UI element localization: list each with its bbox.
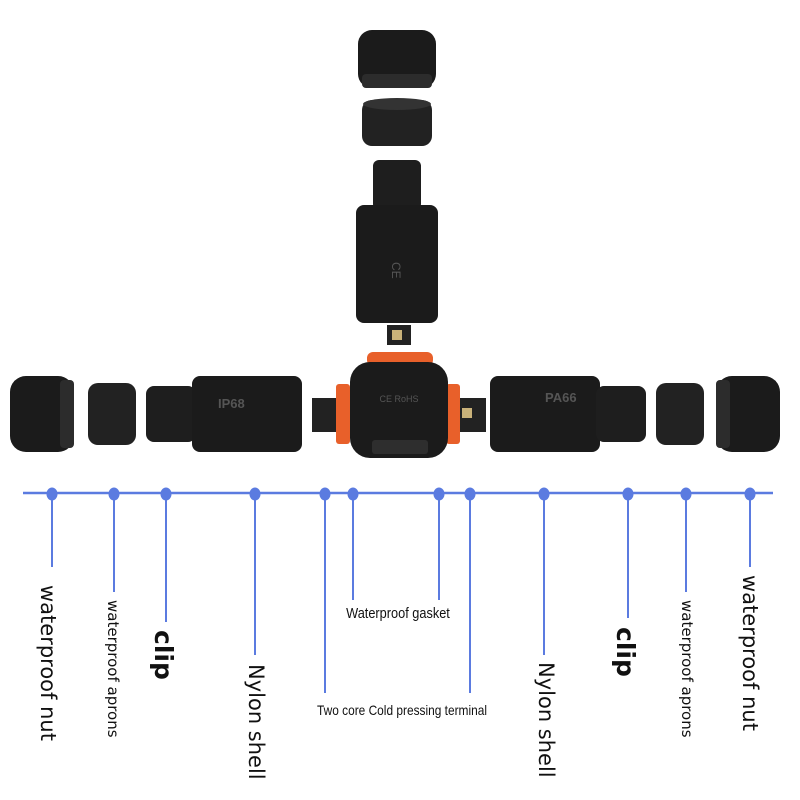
label-left-clip: clip — [149, 630, 178, 680]
left-nut — [10, 376, 74, 452]
leader-dot — [347, 487, 359, 501]
right-apron — [656, 383, 704, 445]
leader-dot — [319, 487, 331, 501]
left-apron — [88, 383, 136, 445]
tee-body: CE RoHS — [312, 325, 486, 458]
label-right-waterproof-nut: waterproof nut — [738, 575, 762, 731]
top-nut — [358, 30, 436, 88]
leader-dot — [46, 487, 58, 501]
leader-dot — [433, 487, 445, 501]
label-cold-pressing-terminal: Two core Cold pressing terminal — [317, 702, 487, 718]
top-shell: CE — [356, 160, 438, 323]
label-left-waterproof-aprons: waterproof aprons — [104, 600, 122, 738]
leader-dot — [108, 487, 120, 501]
leader-dot — [744, 487, 756, 501]
leader-dot — [160, 487, 172, 501]
leader-dot — [249, 487, 261, 501]
svg-text:IP68: IP68 — [218, 396, 245, 411]
label-right-nylon-shell: Nylon shell — [534, 662, 558, 778]
label-left-nylon-shell: Nylon shell — [244, 664, 268, 780]
label-right-clip: clip — [611, 627, 640, 677]
leader-lines — [46, 487, 756, 693]
label-left-waterproof-nut: waterproof nut — [36, 585, 60, 741]
leader-dot — [622, 487, 634, 501]
right-shell: PA66 — [490, 376, 646, 452]
leader-dot — [680, 487, 692, 501]
top-apron — [362, 98, 432, 146]
svg-text:CE RoHS: CE RoHS — [379, 394, 418, 404]
svg-text:CE: CE — [389, 262, 403, 279]
right-nut — [716, 376, 780, 452]
label-waterproof-gasket: Waterproof gasket — [346, 605, 450, 622]
label-right-waterproof-aprons: waterproof aprons — [678, 600, 696, 738]
left-shell: IP68 — [146, 376, 302, 452]
leader-dot — [464, 487, 476, 501]
leader-dot — [538, 487, 550, 501]
svg-text:PA66: PA66 — [545, 390, 577, 405]
